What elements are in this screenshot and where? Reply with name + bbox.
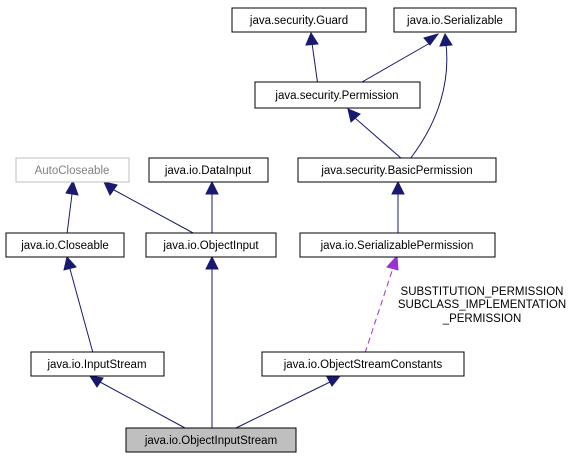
edge-inputstream-to-closeable — [63, 255, 94, 354]
edge-label-line-1: SUBSTITUTION_PERMISSION — [401, 286, 564, 298]
edge-objectinputstream-to-objectinput — [205, 255, 219, 428]
svg-text:java.io.Closeable: java.io.Closeable — [20, 240, 109, 252]
edge-closeable-to-autocloseable — [65, 179, 79, 235]
svg-text:java.io.ObjectInput: java.io.ObjectInput — [162, 240, 259, 252]
svg-text:java.security.BasicPermission: java.security.BasicPermission — [320, 165, 472, 177]
svg-text:java.security.Permission: java.security.Permission — [274, 90, 398, 102]
svg-text:java.io.Serializable: java.io.Serializable — [406, 15, 503, 27]
node-java-security-permission[interactable]: java.security.Permission — [254, 81, 421, 109]
node-java-io-serializable[interactable]: java.io.Serializable — [393, 7, 517, 33]
edge-basicpermission-to-serializable — [409, 32, 453, 160]
edge-permission-to-serializable — [354, 33, 440, 87]
edge-objectinputstream-to-objectstreamconstants — [235, 375, 342, 429]
edge-label-line-2: SUBCLASS_IMPLEMENTATION — [398, 299, 566, 311]
node-java-io-datainput[interactable]: java.io.DataInput — [148, 157, 269, 183]
node-java-security-basicpermission[interactable]: java.security.BasicPermission — [297, 157, 497, 183]
node-java-io-objectinputstream[interactable]: java.io.ObjectInputStream — [125, 427, 297, 453]
node-java-io-objectinput[interactable]: java.io.ObjectInput — [145, 232, 277, 258]
edge-objectinput-to-autocloseable — [103, 181, 196, 235]
svg-text:java.io.DataInput: java.io.DataInput — [164, 165, 252, 177]
edge-objectinputstream-to-inputstream — [88, 375, 186, 429]
node-autocloseable[interactable]: AutoCloseable — [15, 157, 130, 183]
edge-basicpermission-to-permission — [347, 108, 403, 160]
edge-serializablepermission-to-basicpermission — [391, 180, 405, 234]
node-java-io-closeable[interactable]: java.io.Closeable — [5, 232, 125, 258]
svg-text:java.security.Guard: java.security.Guard — [249, 15, 348, 27]
node-java-io-inputstream[interactable]: java.io.InputStream — [30, 351, 165, 377]
node-java-io-objectstreamconstants[interactable]: java.io.ObjectStreamConstants — [261, 351, 465, 377]
edge-label-line-3: _PERMISSION — [442, 313, 522, 325]
svg-text:java.io.InputStream: java.io.InputStream — [46, 359, 146, 371]
svg-text:java.io.SerializablePermission: java.io.SerializablePermission — [320, 240, 474, 252]
svg-text:AutoCloseable: AutoCloseable — [35, 165, 110, 177]
node-java-io-serializablepermission[interactable]: java.io.SerializablePermission — [299, 232, 496, 258]
edge-objectinput-to-datainput — [205, 180, 219, 234]
edge-permission-to-guard — [305, 31, 319, 87]
svg-text:java.io.ObjectStreamConstants: java.io.ObjectStreamConstants — [283, 359, 443, 371]
edge-objectstreamconstants-to-serializablepermission — [364, 254, 399, 354]
svg-text:java.io.ObjectInputStream: java.io.ObjectInputStream — [144, 435, 277, 447]
node-java-security-guard[interactable]: java.security.Guard — [231, 7, 367, 33]
